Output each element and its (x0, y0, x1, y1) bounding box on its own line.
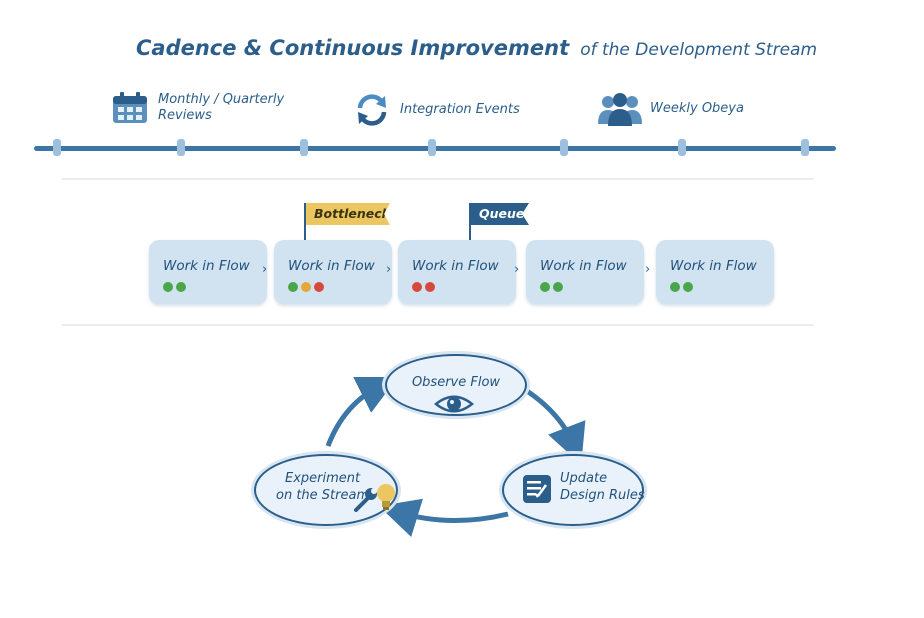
event-reviews-label: Monthly / Quarterly Reviews (158, 92, 285, 123)
queue-flag: Queue (471, 203, 529, 225)
status-dot-green (683, 282, 693, 292)
event-obeya-label: Weekly Obeya (650, 101, 744, 116)
status-dot-green (670, 282, 680, 292)
bottleneck-flag: Bottleneck (306, 203, 390, 225)
title-sub: of the Development Stream (580, 40, 818, 60)
status-dot-green (553, 282, 563, 292)
timeline-tick (177, 139, 185, 156)
status-dots (288, 282, 327, 292)
timeline-tick (300, 139, 308, 156)
bottleneck-flag-pole (304, 203, 306, 245)
status-dot-orange (301, 282, 311, 292)
wrench-icon (354, 488, 377, 512)
sync-arrows-icon (357, 94, 387, 126)
experiment-label-line2: on the Stream (276, 488, 370, 503)
timeline-tick (678, 139, 686, 156)
timeline-tick (560, 139, 568, 156)
status-dots (412, 282, 438, 292)
title-main: Cadence & Continuous Improvement (136, 36, 570, 60)
calendar-icon (113, 92, 147, 123)
status-dot-red (412, 282, 422, 292)
status-dot-green (176, 282, 186, 292)
status-dot-red (425, 282, 435, 292)
timeline-tick (53, 139, 61, 156)
divider (62, 324, 814, 326)
stage-label: Work in Flow (412, 258, 499, 274)
experiment-label-line1: Experiment (285, 471, 361, 486)
update-design-rules-node: Update Design Rules (502, 454, 645, 526)
stage-label: Work in Flow (288, 258, 375, 274)
queue-flag-pole (469, 203, 471, 245)
timeline-tick (428, 139, 436, 156)
stage-2: Work in Flow (274, 240, 392, 304)
stage-4: Work in Flow (526, 240, 644, 304)
diagram-title: Cadence & Continuous Improvement of the … (136, 36, 817, 60)
status-dot-green (540, 282, 550, 292)
flow-arrow-icon: › (386, 262, 392, 277)
status-dots (670, 282, 696, 292)
update-label-line2: Design Rules (560, 488, 645, 503)
stage-label: Work in Flow (163, 258, 250, 274)
timeline-tick (801, 139, 809, 156)
flow-arrow-icon: › (645, 262, 651, 277)
stage-label: Work in Flow (670, 258, 757, 274)
flow-arrow-icon: › (262, 262, 268, 277)
flow-arrow-icon: › (514, 262, 520, 277)
event-obeya: Weekly Obeya (598, 92, 744, 126)
lightbulb-icon (377, 484, 395, 510)
update-label-line1: Update (560, 471, 608, 486)
observe-flow-node: Observe Flow (385, 354, 527, 416)
stage-5: Work in Flow (656, 240, 774, 304)
divider (62, 178, 814, 180)
checklist-icon (523, 475, 551, 503)
event-integration-label: Integration Events (400, 102, 520, 117)
status-dots (163, 282, 189, 292)
update-design-rules-label: Update Design Rules (560, 470, 645, 504)
status-dot-red (314, 282, 324, 292)
experiment-node: Experiment on the Stream (254, 454, 398, 526)
team-group-icon (598, 93, 642, 126)
status-dot-green (163, 282, 173, 292)
experiment-label: Experiment on the Stream (276, 470, 369, 504)
stage-label: Work in Flow (540, 258, 627, 274)
eye-icon (434, 395, 474, 413)
event-reviews: Monthly / Quarterly Reviews (112, 92, 298, 124)
observe-flow-label: Observe Flow (411, 375, 501, 390)
event-integration: Integration Events (354, 92, 520, 128)
stage-3: Work in Flow (398, 240, 516, 304)
status-dots (540, 282, 566, 292)
stage-1: Work in Flow (149, 240, 267, 304)
status-dot-green (288, 282, 298, 292)
